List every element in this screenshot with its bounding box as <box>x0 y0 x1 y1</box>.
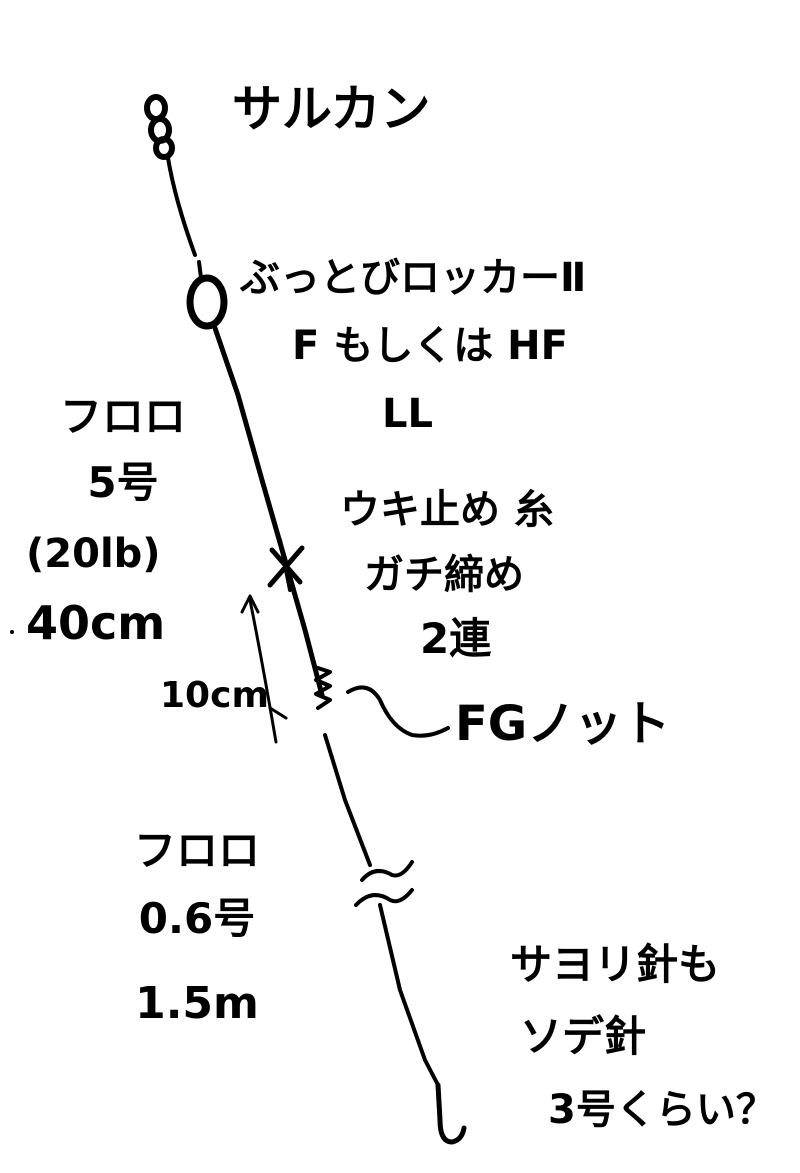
hook-label-line3: 3号くらい？ <box>548 1087 776 1133</box>
swivel-icon <box>144 94 175 160</box>
tippet-line <box>323 733 372 867</box>
float-icon <box>186 260 228 330</box>
stopper-knot-icon <box>267 538 305 592</box>
stopper-label-line1: ウキ止め 糸 <box>340 487 554 533</box>
gap-dimension-arrow <box>240 594 288 744</box>
leader-length-label: 40cm <box>26 596 166 650</box>
tippet-line-lower <box>378 903 440 1087</box>
paper-speck <box>10 630 14 634</box>
tippet-number-label: 0.6号 <box>138 894 256 943</box>
leader-material-label: フロロ <box>59 392 186 441</box>
stopper-label-line2: ガチ締め <box>364 552 524 598</box>
tippet-length-label: 1.5m <box>135 978 259 1029</box>
stopper-label-line3: 2連 <box>420 614 492 663</box>
gap-label: 10cm <box>160 675 269 716</box>
fg-knot-icon <box>314 666 332 710</box>
break-symbol-icon <box>354 860 414 907</box>
float-size-label: LL <box>382 391 433 437</box>
leader-number-label: 5号 <box>87 458 159 507</box>
tippet-material-label: フロロ <box>133 826 260 875</box>
upper-line <box>166 156 197 257</box>
float-type-label: F もしくは HF <box>292 323 568 369</box>
hook-label-line1: サヨリ針も <box>510 940 721 989</box>
knot-pointer <box>346 685 450 738</box>
swivel-label: サルカン <box>232 80 431 138</box>
leader-line <box>212 325 325 698</box>
hook-label-line2: ソデ針 <box>520 1012 647 1061</box>
knot-label: FGノット <box>455 696 671 752</box>
hook-icon <box>435 1082 467 1145</box>
leader-lb-label: (20lb) <box>26 531 161 577</box>
float-name-label: ぶっとびロッカーⅡ <box>240 255 587 301</box>
